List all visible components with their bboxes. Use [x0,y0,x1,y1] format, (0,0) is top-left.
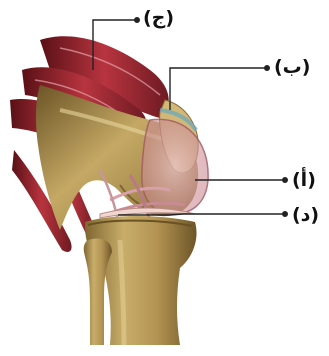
joint-capsule [142,119,208,214]
leader-dot-d [282,211,288,217]
leader-dot-c [134,17,140,23]
label-baa: (ب) [274,56,310,78]
label-dal: (د) [292,204,319,226]
label-alif: (أ) [292,169,316,191]
leader-dot-b [264,65,270,71]
label-jeem: (ج) [143,7,174,29]
fibula-bone [84,239,112,346]
leader-line-d [118,214,283,215]
leader-line-b [170,68,265,110]
leader-dot-a [282,177,288,183]
